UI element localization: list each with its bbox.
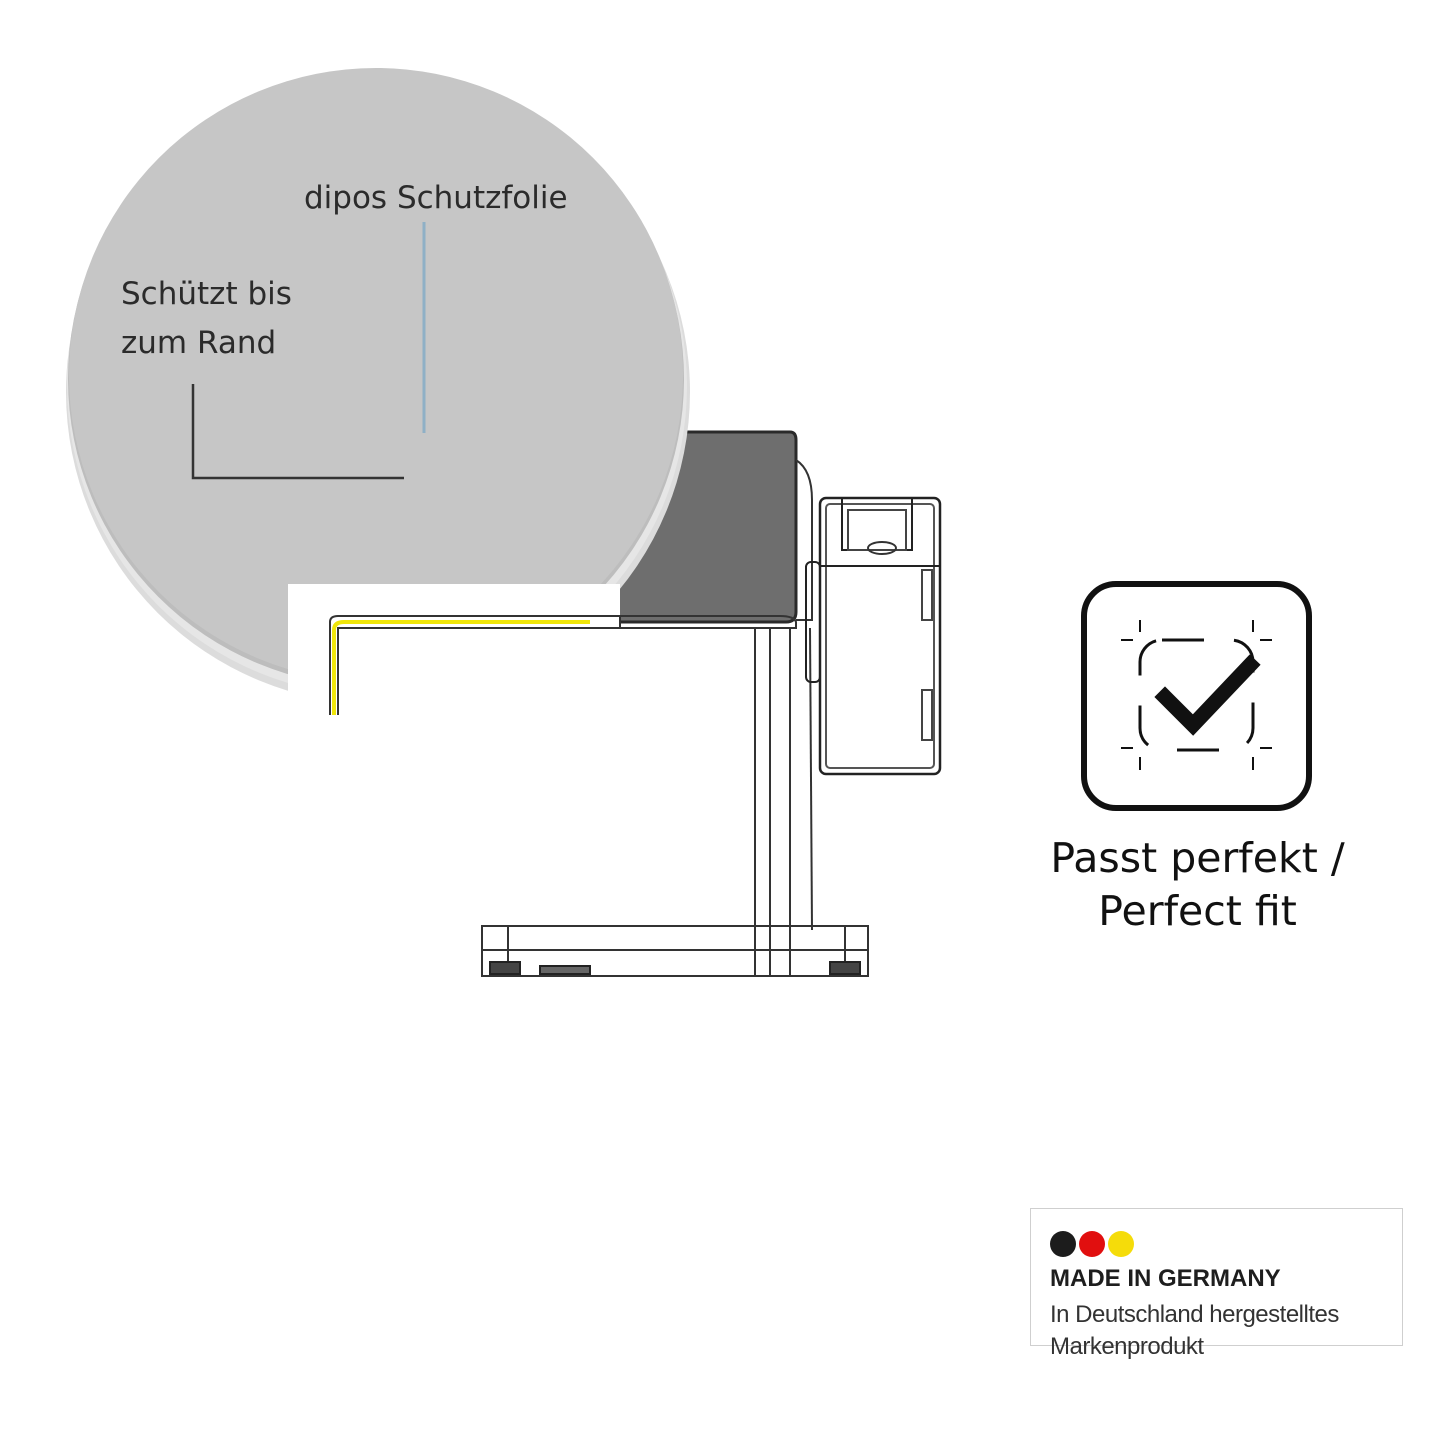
made-in-germany-badge: MADE IN GERMANY In Deutschland hergestel…: [1030, 1208, 1403, 1360]
edge-pointer-line: [191, 384, 404, 480]
flag-dot-black: [1050, 1231, 1076, 1257]
perfect-fit-check-icon: [1081, 581, 1312, 811]
edge-protection-label: Schützt bis zum Rand: [121, 276, 292, 361]
stand-base: [481, 925, 869, 951]
perfect-fit-caption: Passt perfekt / Perfect fit: [1050, 834, 1345, 935]
screen-protector-label: dipos Schutzfolie: [304, 180, 568, 216]
flag-dot-red: [1079, 1231, 1105, 1257]
badge-title: MADE IN GERMANY: [1050, 1265, 1281, 1292]
callout-magnifier: [66, 68, 690, 715]
flag-dot-gold: [1108, 1231, 1134, 1257]
badge-description: In Deutschland hergestelltes Markenprodu…: [1050, 1301, 1339, 1360]
